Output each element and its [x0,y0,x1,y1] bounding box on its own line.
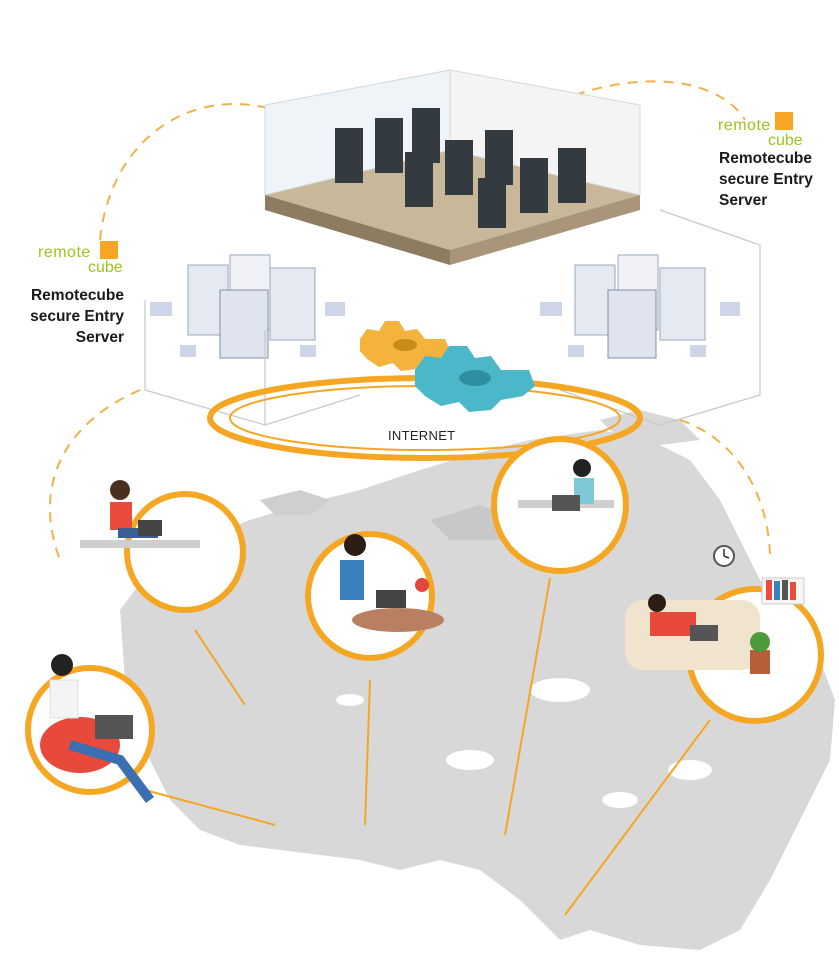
remote-worker-1-icon [80,480,246,613]
logo-square-icon [775,112,793,130]
gear-icon [360,321,535,412]
left-server-cluster-icon [150,254,345,359]
logo-text-top: remote [38,244,91,261]
right-server-cluster-icon [540,254,740,359]
caption-line: Remotecube [30,287,124,304]
right-server-caption: Remotecube secure Entry Server [719,148,829,211]
left-remotecube-logo: remote cube [38,241,123,276]
data-center-room-icon [264,69,641,265]
internet-label: INTERNET [388,428,456,443]
logo-square-icon [100,241,118,259]
logo-text-bottom: cube [88,259,123,276]
remote-worker-2-icon [25,654,155,803]
caption-line: Remotecube [719,150,813,167]
worker-leader-lines [144,577,711,916]
remote-worker-5-icon [625,586,824,724]
bookshelf-icon [761,577,805,605]
caption-line: Server [719,192,768,209]
logo-text-bottom: cube [768,132,803,149]
dashed-connectors [49,80,771,561]
caption-line: Server [75,329,124,346]
remote-worker-4-icon [491,436,629,574]
caption-line: secure Entry [30,308,124,325]
caption-line: secure Entry [719,171,813,188]
left-server-caption: Remotecube secure Entry Server [20,285,124,348]
logo-text-top: remote [718,117,771,134]
right-remotecube-logo: remote cube [718,112,803,149]
map-lakes [336,678,712,808]
remote-worker-3-icon [305,531,444,661]
clock-icon [713,545,735,567]
